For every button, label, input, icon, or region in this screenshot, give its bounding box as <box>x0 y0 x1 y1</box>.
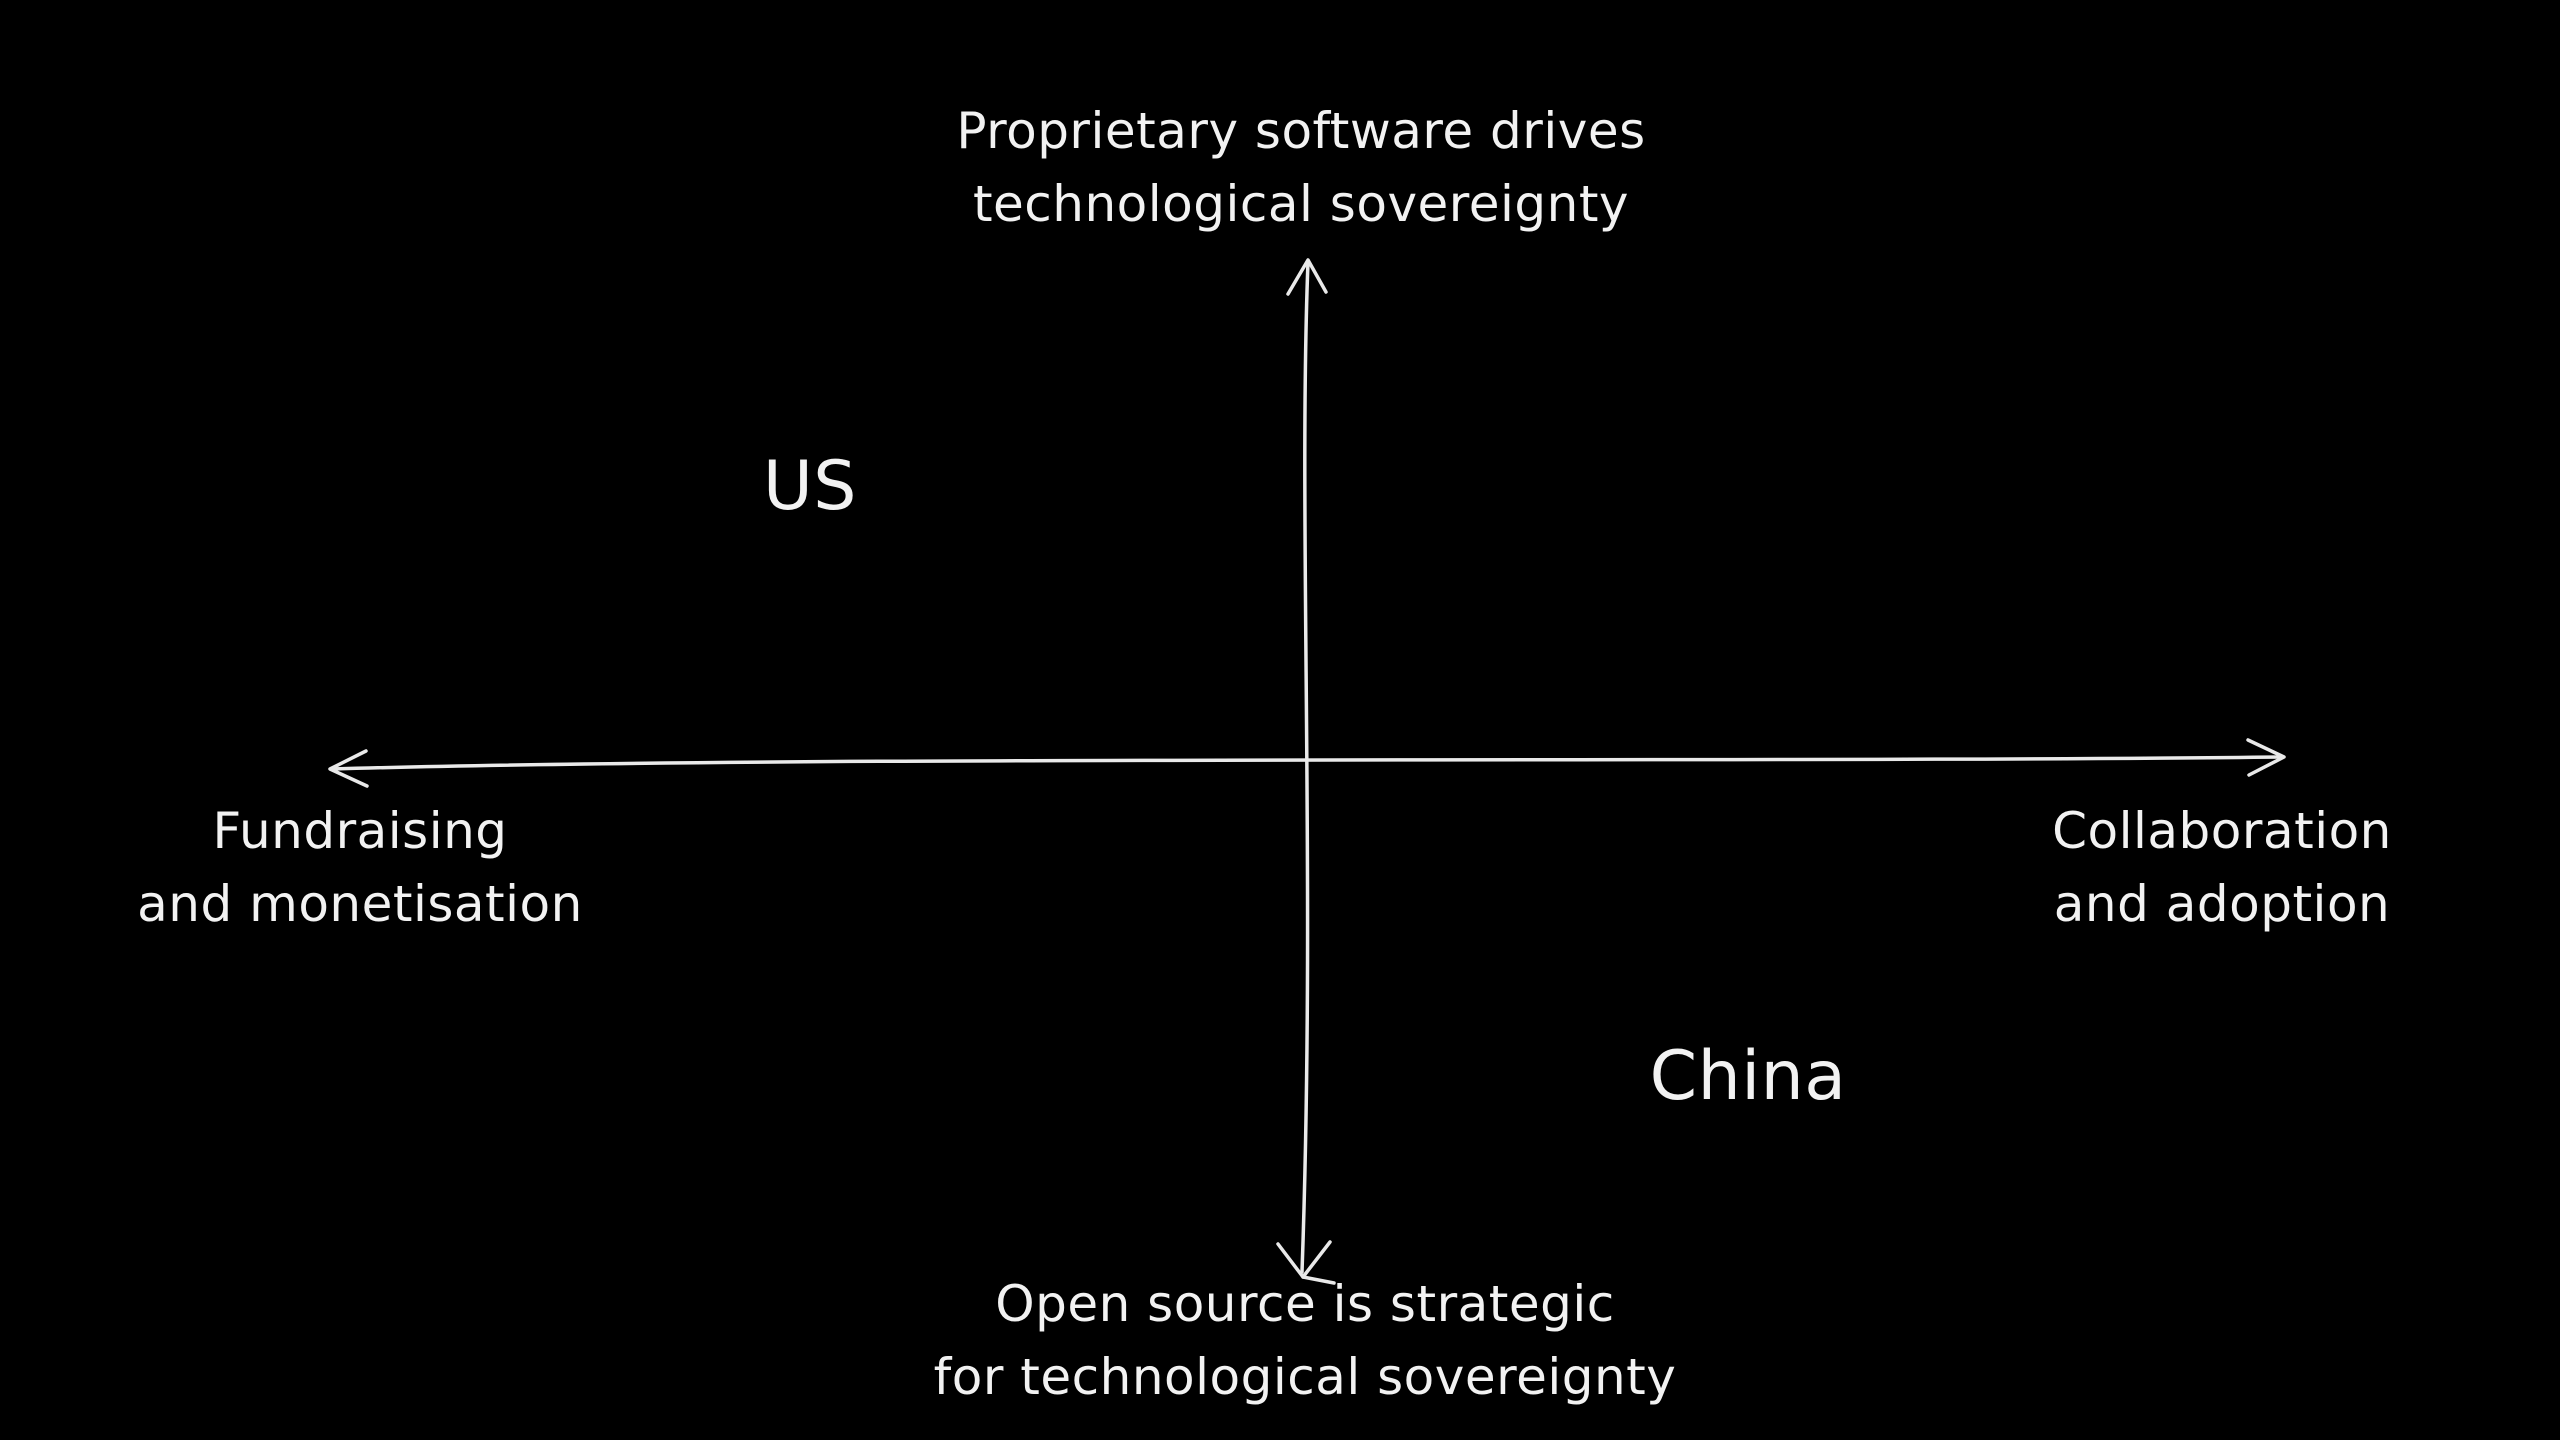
x-axis-left-label: Fundraising and monetisation <box>137 795 583 940</box>
x-axis-left-arrow-icon <box>328 749 369 788</box>
y-axis-bottom-label: Open source is strategic for technologic… <box>934 1268 1677 1413</box>
x-axis-right-label-line1: Collaboration <box>2052 802 2392 860</box>
y-axis-bottom-label-line1: Open source is strategic <box>995 1275 1615 1333</box>
x-axis-right-label-line2: and adoption <box>2053 874 2391 933</box>
x-axis-right-label: Collaboration and adoption <box>2052 795 2392 940</box>
quadrant-us-label: US <box>763 447 857 526</box>
y-axis-top-arrow-icon <box>1286 258 1328 296</box>
x-axis-line <box>330 755 2284 771</box>
x-axis-right-arrow-icon <box>2246 738 2286 777</box>
x-axis-left-label-line2: and monetisation <box>137 874 583 933</box>
quadrant-china-label: China <box>1649 1037 1847 1116</box>
y-axis-top-label-line2: technological sovereignty <box>972 174 1630 233</box>
y-axis-top-label-line1: Proprietary software drives <box>956 102 1646 160</box>
y-axis-bottom-label-line2: for technological sovereignty <box>933 1347 1677 1406</box>
y-axis-bottom-overshoot <box>1301 1275 1336 1285</box>
y-axis-top-label: Proprietary software drives technologica… <box>956 95 1645 240</box>
y-axis-line <box>1300 260 1310 1274</box>
x-axis-left-label-line1: Fundraising <box>212 802 508 860</box>
